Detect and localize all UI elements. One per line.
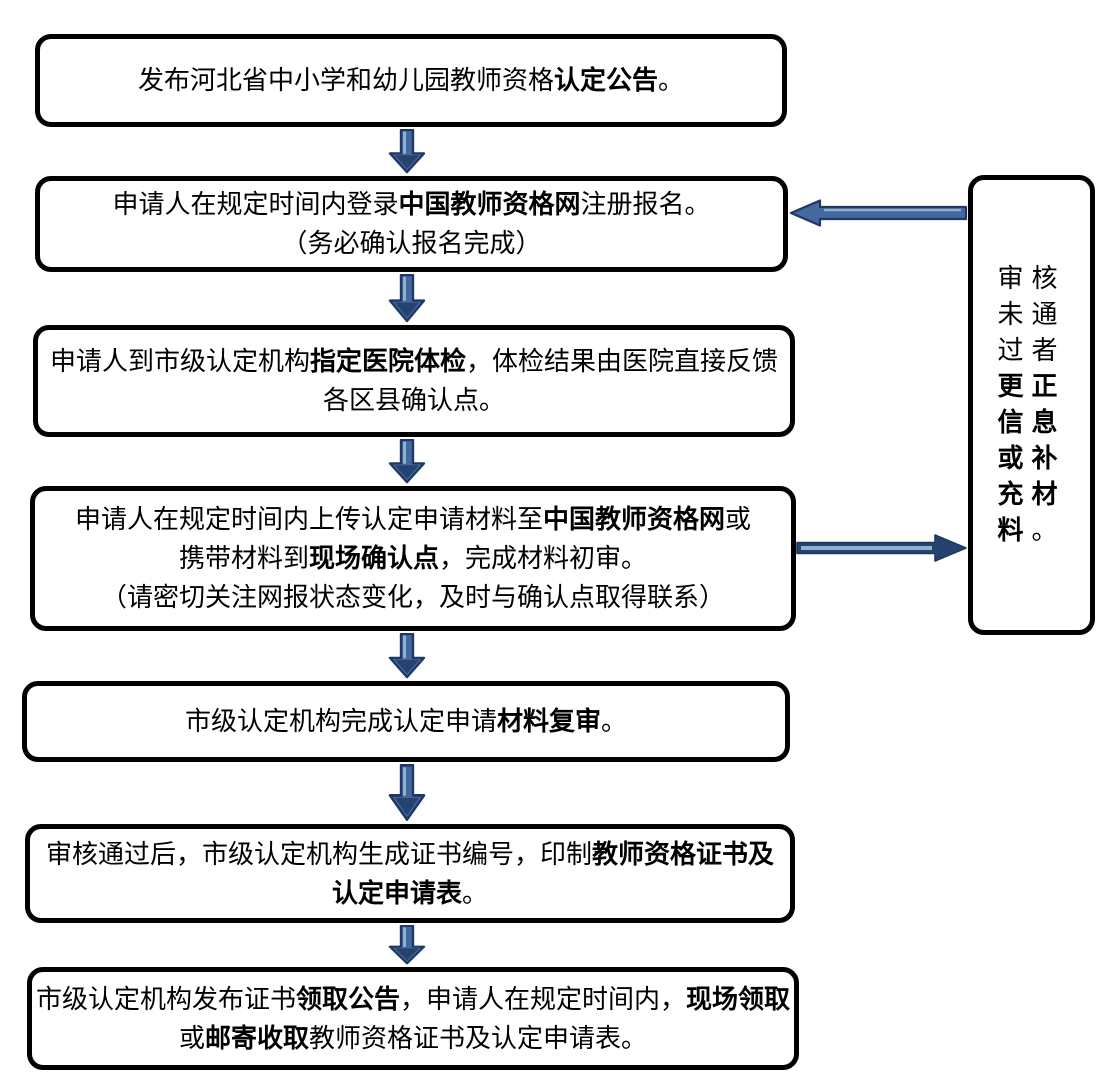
flow-step-text: 审核通过后，市级认定机构生成证书编号，印制教师资格证书及 bbox=[45, 839, 775, 869]
flow-step-text: 各区县确认点。 bbox=[322, 386, 505, 415]
down-arrow-submit-materials-to-re-review bbox=[388, 633, 426, 679]
flow-step-text: 携带材料到现场确认点，完成材料初审。 bbox=[178, 544, 648, 573]
flow-step-text: （请密切关注网报状态变化，及时与确认点取得联系） bbox=[100, 583, 725, 612]
flow-step-announcement: 发布河北省中小学和幼儿园教师资格认定公告。 bbox=[35, 34, 787, 127]
flow-step-register: 申请人在规定时间内登录中国教师资格网注册报名。 （务必确认报名完成） bbox=[35, 176, 788, 272]
flow-step-collect-certificate: 市级认定机构发布证书领取公告，申请人在规定时间内，现场领取 或邮寄收取教师资格证… bbox=[27, 967, 799, 1070]
down-arrow-print-to-collect-certificate bbox=[388, 925, 426, 965]
flow-step-print-certificate: 审核通过后，市级认定机构生成证书编号，印制教师资格证书及 认定申请表。 bbox=[25, 824, 795, 923]
side-note-text: 信息 bbox=[997, 408, 1066, 437]
flow-step-submit-materials: 申请人在规定时间内上传认定申请材料至中国教师资格网或 携带材料到现场确认点，完成… bbox=[30, 486, 796, 631]
flow-step-text: 申请人到市级认定机构指定医院体检，体检结果由医院直接反馈 bbox=[49, 347, 779, 376]
flow-step-text: 认定申请表。 bbox=[331, 878, 489, 908]
flow-step-text: 发布河北省中小学和幼儿园教师资格认定公告。 bbox=[137, 66, 685, 95]
flow-step-text: （务必确认报名完成） bbox=[281, 229, 542, 258]
side-note-text: 更正 bbox=[997, 372, 1066, 401]
flow-sidebox-review-failed: 审核 未通 过者 更正 信息 或补 充材 料。 bbox=[968, 175, 1095, 635]
down-arrow-register-to-medical-exam bbox=[388, 274, 426, 323]
flow-step-text: 申请人在规定时间内上传认定申请材料至中国教师资格网或 bbox=[74, 505, 752, 534]
flow-step-text: 申请人在规定时间内登录中国教师资格网注册报名。 bbox=[112, 190, 711, 219]
flow-step-text: 或邮寄收取教师资格证书及认定申请表。 bbox=[178, 1023, 648, 1053]
side-note-text: 过者 bbox=[997, 336, 1066, 365]
side-note-text: 或补 bbox=[997, 444, 1066, 473]
side-note-text: 未通 bbox=[997, 300, 1066, 329]
right-arrow-submit-materials-to-sidebox bbox=[796, 533, 968, 563]
down-arrow-announcement-to-register bbox=[388, 129, 426, 174]
side-note-text: 料。 bbox=[997, 516, 1066, 545]
flow-step-text: 市级认定机构发布证书领取公告，申请人在规定时间内，现场领取 bbox=[35, 984, 791, 1014]
flow-step-medical-exam: 申请人到市级认定机构指定医院体检，体检结果由医院直接反馈 各区县确认点。 bbox=[33, 325, 795, 437]
down-arrow-medical-exam-to-submit-materials bbox=[388, 439, 426, 484]
side-note-text: 充材 bbox=[997, 480, 1066, 509]
flow-step-material-re-review: 市级认定机构完成认定申请材料复审。 bbox=[22, 681, 790, 762]
down-arrow-re-review-to-print-certificate bbox=[388, 764, 426, 822]
side-note-text: 审核 bbox=[997, 264, 1066, 293]
left-arrow-sidebox-to-register bbox=[789, 199, 968, 227]
flow-step-text: 市级认定机构完成认定申请材料复审。 bbox=[184, 707, 628, 736]
